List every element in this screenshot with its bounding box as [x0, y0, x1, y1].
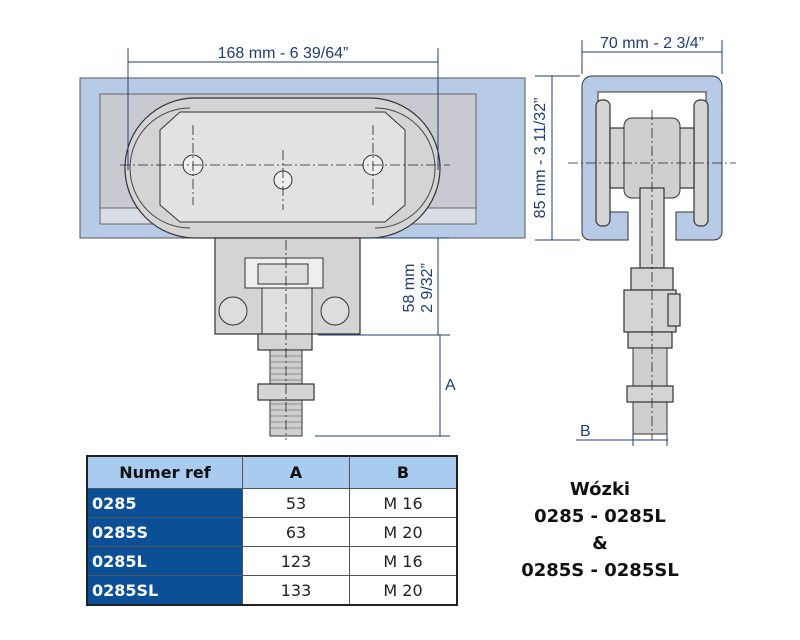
title-line: 0285S - 0285SL: [521, 560, 679, 581]
carriage-plate: [159, 111, 406, 223]
profile-height-dimension: 85 mm - 3 11/32”: [532, 98, 549, 219]
front-view: 168 mm - 6 39/64” 58 mm 2 9/32” A: [79, 45, 526, 440]
bolt-head-left: [218, 296, 248, 326]
spec-table: Numer ref A B 0285 53 M 16 0285S 63 M 20…: [86, 455, 458, 606]
cell-ref: 0285SL: [86, 575, 243, 606]
cell-a: 53: [242, 488, 350, 518]
header-a: A: [242, 455, 350, 489]
cell-ref: 0285L: [86, 546, 243, 576]
title-line: 0285 - 0285L: [534, 506, 666, 527]
table-row: 0285 53 M 16: [86, 488, 458, 518]
table-row: 0285L 123 M 16: [86, 546, 458, 576]
cell-b: M 16: [349, 546, 458, 576]
c-profile: [581, 75, 723, 241]
dimension-a-label: A: [445, 377, 456, 394]
profile-width-dimension: 70 mm - 2 3/4”: [600, 35, 704, 52]
rail-length-dimension: 168 mm - 6 39/64”: [218, 45, 349, 62]
title-line: &: [592, 533, 608, 554]
cell-a: 133: [242, 575, 350, 606]
cell-ref: 0285S: [86, 517, 243, 547]
header-numer-ref: Numer ref: [86, 455, 243, 489]
cell-a: 63: [242, 517, 350, 547]
product-title: Wózki 0285 - 0285L & 0285S - 0285SL: [500, 476, 700, 584]
bracket-height-mm: 58 mm: [401, 264, 418, 313]
bracket-height-in: 2 9/32”: [419, 263, 436, 313]
title-line: Wózki: [569, 479, 631, 500]
table-row: 0285S 63 M 20: [86, 517, 458, 547]
cell-b: M 16: [349, 488, 458, 518]
dimension-b-label: B: [580, 423, 591, 440]
cell-b: M 20: [349, 575, 458, 606]
side-view: 70 mm - 2 3/4” 85 mm - 3 11/32” B: [532, 35, 736, 446]
table-header-row: Numer ref A B: [86, 455, 458, 489]
cell-a: 123: [242, 546, 350, 576]
table-row: 0285SL 133 M 20: [86, 575, 458, 606]
cell-b: M 20: [349, 517, 458, 547]
cell-ref: 0285: [86, 488, 243, 518]
header-b: B: [349, 455, 458, 489]
bolt-head-right: [320, 296, 350, 326]
